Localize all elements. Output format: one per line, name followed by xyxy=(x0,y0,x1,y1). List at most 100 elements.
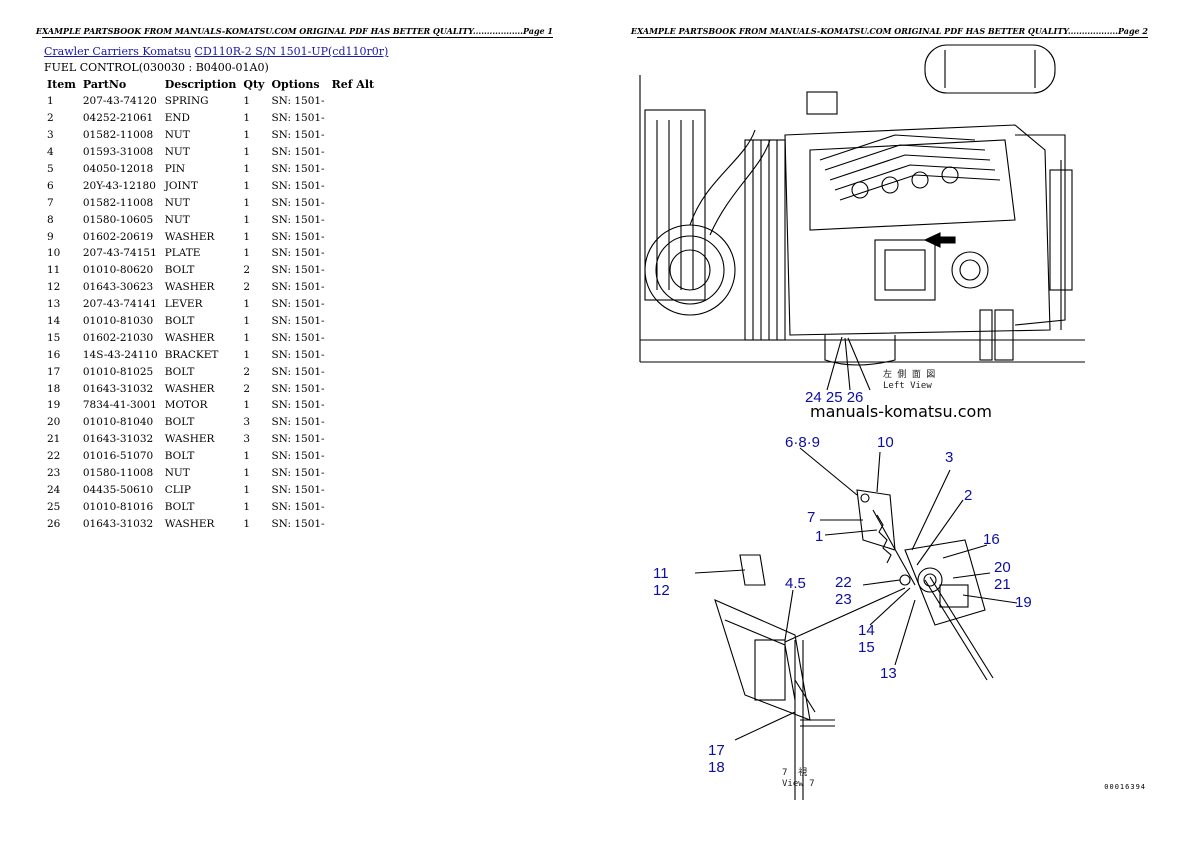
diagram-page: EXAMPLE PARTSBOOK FROM MANUALS-KOMATSU.C… xyxy=(595,0,1190,842)
cell-options: SN: 1501- xyxy=(271,146,325,159)
parts-table: Item PartNo Description Qty Options Ref … xyxy=(44,76,378,532)
cell-item: 2 xyxy=(47,112,54,125)
cell-qty: 1 xyxy=(243,348,251,361)
column-header-qty: Qty xyxy=(243,78,265,91)
cell-description: PLATE xyxy=(164,247,201,260)
cell-description: BOLT xyxy=(164,315,195,328)
cell-qty: 1 xyxy=(243,399,251,412)
cell-item: 4 xyxy=(47,146,54,159)
column-header-partno: PartNo xyxy=(82,78,127,91)
cell-partno: 7834-41-3001 xyxy=(82,399,157,412)
cell-ref-alt xyxy=(329,515,379,532)
cell-description: SPRING xyxy=(164,95,209,108)
column-header-description: Description xyxy=(164,78,237,91)
cell-partno: 01016-51070 xyxy=(82,450,154,463)
cell-description: CLIP xyxy=(164,483,191,496)
cell-partno: 01643-31032 xyxy=(82,382,154,395)
fuel-control-detail-drawing xyxy=(694,447,1018,800)
cell-qty: 1 xyxy=(243,179,251,192)
cell-item: 22 xyxy=(47,450,61,463)
cell-options: SN: 1501- xyxy=(271,281,325,294)
breadcrumb-category-link[interactable]: Crawler Carriers Komatsu xyxy=(44,45,192,58)
cell-ref-alt xyxy=(329,448,379,465)
page-header: EXAMPLE PARTSBOOK FROM MANUALS-KOMATSU.C… xyxy=(630,26,1148,36)
cell-item: 1 xyxy=(47,95,54,108)
parts-diagram xyxy=(639,44,1085,800)
drawing-code: 00016394 xyxy=(1104,783,1146,791)
column-header-ref-alt: Ref Alt xyxy=(331,78,375,91)
cell-ref-alt xyxy=(329,346,379,363)
cell-description: BOLT xyxy=(164,500,195,513)
callout-6-8-9: 6·8·9 xyxy=(785,434,821,451)
cell-description: BOLT xyxy=(164,365,195,378)
cell-options: SN: 1501- xyxy=(271,179,325,192)
cell-qty: 1 xyxy=(243,500,251,513)
cell-qty: 2 xyxy=(243,365,251,378)
cell-options: SN: 1501- xyxy=(271,348,325,361)
engine-left-view-drawing xyxy=(639,44,1085,391)
cell-partno: 01593-31008 xyxy=(82,146,154,159)
cell-qty: 3 xyxy=(243,416,251,429)
cell-description: BRACKET xyxy=(164,348,219,361)
left-view-caption: 左 側 面 図 Left View xyxy=(883,370,936,391)
callout-20: 20 xyxy=(994,559,1011,576)
callout-13: 13 xyxy=(880,665,897,682)
cell-item: 26 xyxy=(47,517,61,530)
cell-description: JOINT xyxy=(164,179,198,192)
cell-options: SN: 1501- xyxy=(271,416,325,429)
cell-partno: 207-43-74151 xyxy=(82,247,157,260)
cell-ref-alt xyxy=(329,431,379,448)
cell-options: SN: 1501- xyxy=(271,517,325,530)
cell-description: WASHER xyxy=(164,382,215,395)
cell-item: 25 xyxy=(47,500,61,513)
cell-partno: 01643-31032 xyxy=(82,433,154,446)
cell-partno: 01010-81016 xyxy=(82,500,154,513)
cell-item: 20 xyxy=(47,416,61,429)
cell-qty: 1 xyxy=(243,247,251,260)
cell-options: SN: 1501- xyxy=(271,467,325,480)
cell-item: 6 xyxy=(47,179,54,192)
cell-qty: 1 xyxy=(243,213,251,226)
cell-qty: 1 xyxy=(243,95,251,108)
cell-options: SN: 1501- xyxy=(271,500,325,513)
cell-description: WASHER xyxy=(164,433,215,446)
callout-19: 19 xyxy=(1015,594,1032,611)
cell-item: 11 xyxy=(47,264,61,277)
cell-item: 16 xyxy=(47,348,61,361)
cell-partno: 01602-21030 xyxy=(82,331,154,344)
cell-description: NUT xyxy=(164,467,190,480)
cell-ref-alt xyxy=(329,93,379,110)
table-row: 25 01010-81016 BOLT 1 SN: 1501- xyxy=(44,498,378,515)
cell-partno: 01582-11008 xyxy=(82,196,154,209)
cell-qty: 1 xyxy=(243,146,251,159)
header-divider xyxy=(42,37,553,38)
column-header-item: Item xyxy=(47,78,76,91)
cell-partno: 207-43-74141 xyxy=(82,298,157,311)
cell-options: SN: 1501- xyxy=(271,382,325,395)
callout-24-25-26: 24 25 26 xyxy=(805,389,864,406)
cell-qty: 1 xyxy=(243,517,251,530)
cell-options: SN: 1501- xyxy=(271,450,325,463)
cell-options: SN: 1501- xyxy=(271,483,325,496)
cell-options: SN: 1501- xyxy=(271,264,325,277)
cell-ref-alt xyxy=(329,211,379,228)
cell-description: NUT xyxy=(164,146,190,159)
cell-ref-alt xyxy=(329,144,379,161)
breadcrumb-model-link[interactable]: CD110R-2 S/N 1501-UP(cd110r0r) xyxy=(194,45,389,58)
cell-options: SN: 1501- xyxy=(271,112,325,125)
cell-qty: 1 xyxy=(243,230,251,243)
cell-partno: 01582-11008 xyxy=(82,129,154,142)
breadcrumb: Crawler Carriers Komatsu CD110R-2 S/N 15… xyxy=(44,45,388,58)
callout-22: 22 xyxy=(835,574,852,591)
callout-2: 2 xyxy=(964,487,973,504)
cell-ref-alt xyxy=(329,313,379,330)
